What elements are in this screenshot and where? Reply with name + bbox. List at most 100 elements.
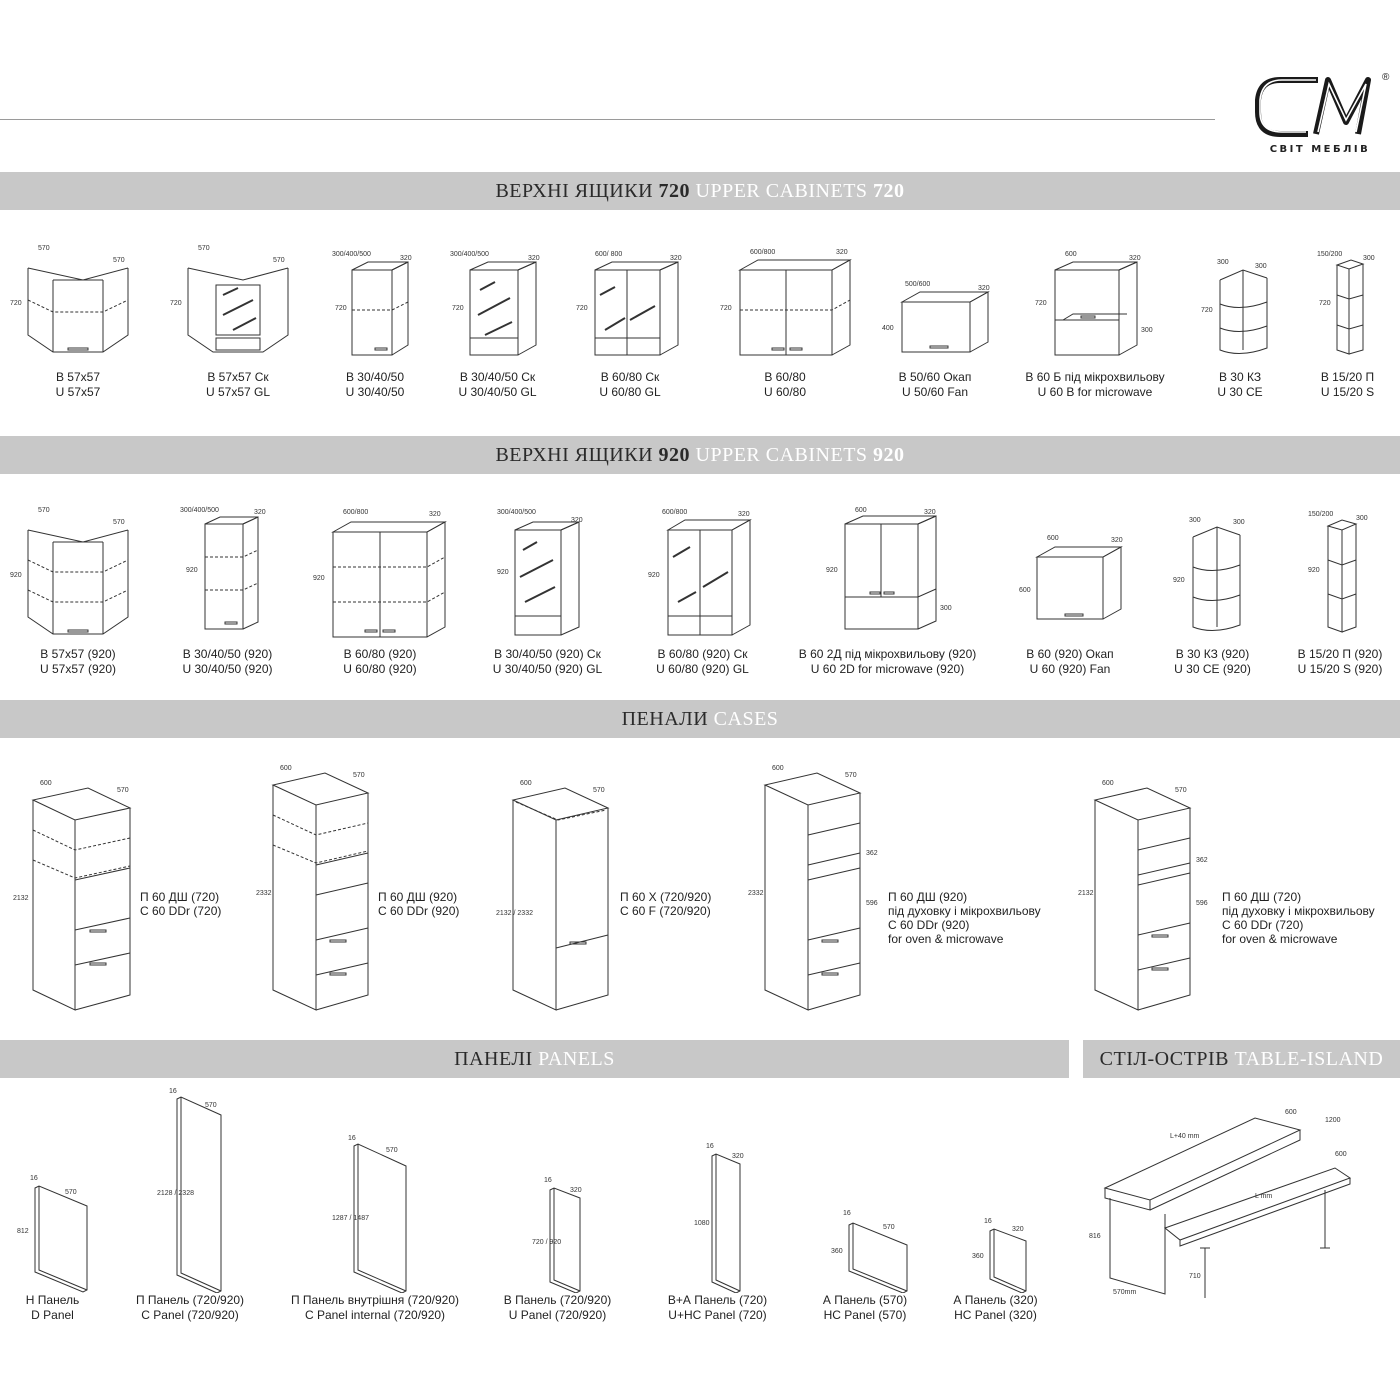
item-name-en: U 60 B for microwave: [1037, 385, 1153, 399]
case-c60-f: 600 570 2132 / 2332: [488, 770, 618, 1020]
dim-height: 2132 / 2332: [496, 910, 533, 917]
open-shelf-920-drawing: 150/200 300 920: [1308, 511, 1368, 633]
item-name-ua: В 57х57 Ск: [207, 370, 269, 384]
case-c60-ddr-920: 600 570 2332: [248, 755, 378, 1020]
dim-width: 600: [1102, 780, 1114, 787]
dim-height: 2332: [256, 890, 272, 897]
dim-height: 360: [831, 1248, 843, 1255]
narrow-glass-cabinet-drawing: 300/400/500 320 720: [450, 251, 540, 356]
section-title-ua: ПАНЕЛІ: [454, 1047, 533, 1070]
dim-depth: 320: [924, 509, 936, 516]
case-caption: П 60 ДШ (920) під духовку і мікрохвильов…: [888, 890, 1041, 946]
u-hc-panel-drawing: 16 320 1080: [694, 1143, 744, 1293]
case-purpose-en: for oven & microwave: [1222, 932, 1338, 946]
c-panel-internal-drawing: 16 570 1287 / 1487: [332, 1135, 407, 1293]
section-panels: ПАНЕЛІ PANELS: [0, 1040, 1069, 1078]
brand-name: СВІТ МЕБЛІВ: [1269, 144, 1371, 155]
dim-depth: 570: [205, 1102, 217, 1109]
dim-depth: 320: [400, 255, 412, 262]
item-name-en: U 30 CE (920): [1174, 662, 1251, 676]
item-name-en: U 15/20 S: [1320, 385, 1375, 399]
case-name-en: С 60 DDr (920): [888, 918, 970, 932]
item-name-en: U 15/20 S (920): [1297, 662, 1383, 676]
item-name-ua: В 30/40/50 (920): [182, 647, 273, 661]
item-name-ua: В+А Панель (720): [667, 1293, 768, 1307]
item-name-en: U 50/60 Fan: [901, 385, 969, 399]
hood-cabinet-920-drawing: 600 320 600: [1019, 535, 1123, 620]
dim-depth: 320: [1012, 1226, 1024, 1233]
open-shelf-drawing: 150/200 300 720: [1317, 251, 1375, 355]
case-name-ua: П 60 ДШ (720): [1222, 890, 1302, 904]
table-island-icon: L+40 mm L mm 600 1200 600 816 710 570mm: [1089, 1109, 1352, 1298]
item-name-ua: В 60 Б під мікрохвильову: [1025, 370, 1165, 384]
dim-niche-lower: 596: [866, 900, 878, 907]
dim-length-top: L+40 mm: [1170, 1133, 1200, 1140]
dim-width: 300/400/500: [332, 251, 371, 258]
cabinet-u60-80-920: 600/800 320 920 В 60/80 (920) U 60/80 (9…: [305, 502, 455, 677]
dim-height: 812: [17, 1228, 29, 1235]
item-name-en: HC Panel (570): [823, 1308, 907, 1322]
dim-depth: 320: [528, 255, 540, 262]
dim-height-top: 816: [1089, 1233, 1101, 1240]
dim-width: 500/600: [905, 281, 930, 288]
dim-height: 720: [1035, 300, 1047, 307]
dim-height: 720 / 920: [532, 1239, 561, 1246]
item-name-en: U 60/80 GL: [599, 385, 661, 399]
dim-depth: 570: [113, 519, 125, 526]
cabinet-u30-ce-920: 300 300 920 В 30 КЗ (920) U 30 CE (920): [1165, 502, 1260, 677]
item-name-en: U 60/80 (920) GL: [656, 662, 749, 676]
dim-width: 150/200: [1308, 511, 1333, 518]
cabinet-u57x57-920: 570 570 920 В 57х57 (920) U 57х57 (920): [8, 502, 148, 677]
dim-overall-depth: 1200: [1325, 1117, 1341, 1124]
cabinet-u60-b-microwave: 600 320 720 300 В 60 Б під мікрохвильову…: [1015, 240, 1175, 400]
dim-height: 720: [10, 300, 22, 307]
dim-height: 2332: [748, 890, 764, 897]
item-name-en: U 60/80: [763, 385, 807, 399]
dim-width: 600: [40, 780, 52, 787]
dim-depth: 320: [732, 1153, 744, 1160]
item-name-ua: В 30 КЗ (920): [1175, 647, 1250, 661]
item-name-ua: А Панель (570): [822, 1293, 908, 1307]
item-name-en: D Panel: [31, 1308, 74, 1322]
cabinet-u60-80: 600/800 320 720 В 60/80 U 60/80: [710, 240, 860, 400]
panel-u: 16 320 720 / 920 В Панель (720/920) U Pa…: [500, 1172, 615, 1323]
item-name-ua: В 15/20 П: [1320, 370, 1375, 384]
dim-height: 400: [882, 325, 894, 332]
tall-case-drawing: 600 570 2132: [13, 780, 132, 1011]
item-name-en: C Panel internal (720/920): [304, 1308, 446, 1322]
dim-thickness: 16: [544, 1177, 552, 1184]
panel-u-hc: 16 320 1080 В+А Панель (720) U+HC Panel …: [660, 1140, 775, 1323]
section-title-ua: ВЕРХНІ ЯЩИКИ: [495, 443, 654, 466]
dim-depth: 570: [113, 257, 125, 264]
item-name-en: HC Panel (320): [954, 1308, 1037, 1322]
panel-c-internal: 16 570 1287 / 1487 П Панель внутрішня (7…: [290, 1130, 460, 1323]
dim-height: 2132: [1078, 890, 1094, 897]
dim-width: 150/200: [1317, 251, 1342, 258]
d-panel-drawing: 16 570 812: [17, 1175, 88, 1293]
dim-width: 600: [520, 780, 532, 787]
oven-case-920-drawing: 600 570 2332 362 596: [748, 765, 878, 1011]
item-name-en: U Panel (720/920): [508, 1308, 607, 1322]
dim-width: 600: [855, 507, 867, 514]
item-name-en: U+HC Panel (720): [668, 1308, 767, 1322]
cabinet-u57x57: 570 570 720 В 57х57 U 57х57: [8, 240, 148, 400]
cabinet-u60-80-920-gl: 600/800 320 920 В 60/80 (920) Ск U 60/80…: [640, 502, 765, 677]
dim-depth: 320: [738, 511, 750, 518]
dim-depth: 320: [1129, 255, 1141, 262]
dim-length-shelf: L mm: [1255, 1193, 1272, 1200]
case-name-en: С 60 F (720/920): [620, 904, 711, 918]
dim-depth: 300: [1356, 515, 1368, 522]
registered-mark: ®: [1382, 72, 1390, 83]
dim-height: 920: [1308, 567, 1320, 574]
corner-cabinet-drawing: 570 570 720: [10, 245, 129, 353]
dim-height: 920: [648, 572, 660, 579]
section-title-en: TABLE-ISLAND: [1234, 1047, 1384, 1070]
section-cases: ПЕНАЛИ CASES: [0, 700, 1400, 738]
panel-hc-570: 16 570 360 А Панель (570) HC Panel (570): [815, 1203, 915, 1323]
dim-thickness: 16: [169, 1088, 177, 1095]
section-title-en: UPPER CABINETS: [695, 179, 868, 202]
cabinet-u60-920-fan: 600 320 600 В 60 (920) Окап U 60 (920) F…: [1005, 502, 1135, 677]
dim-niche-lower: 596: [1196, 900, 1208, 907]
item-name-ua: А Панель (320): [953, 1293, 1038, 1307]
section-title-ua: ВЕРХНІ ЯЩИКИ: [495, 179, 654, 202]
